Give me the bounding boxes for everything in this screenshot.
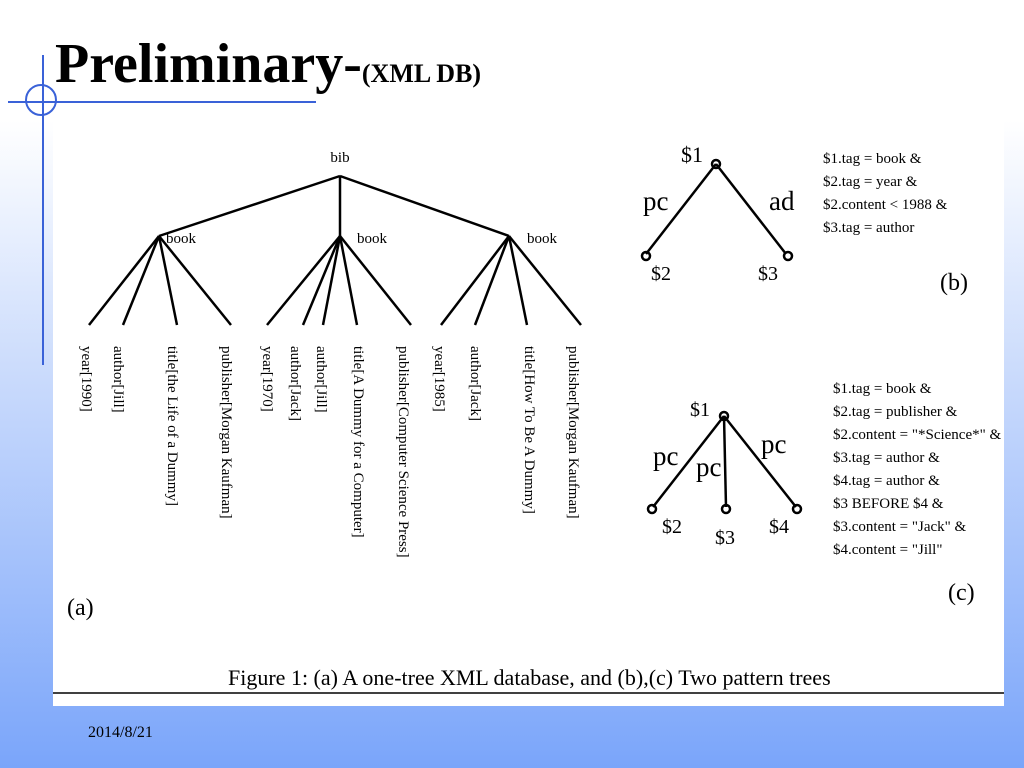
panel-b-label: (b) <box>940 270 968 296</box>
title-main: Preliminary- <box>55 33 362 95</box>
cond-c-1: $1.tag = book & <box>833 381 932 397</box>
cond-c-7: $3.content = "Jack" & <box>833 519 967 535</box>
tree-c-edge-3: pc <box>761 429 787 459</box>
tree-c-edges <box>646 410 803 515</box>
cond-c-2: $2.tag = publisher & <box>833 404 958 420</box>
tree-a-leaves: year[1990] author[Jill] title[the Life o… <box>78 346 581 558</box>
leaf-publisher-csp: publisher[Computer Science Press] <box>395 346 411 558</box>
figure-svg: bib book book book year[1990] author[Jil… <box>53 142 1004 694</box>
tree-a-book-label-3: book <box>527 231 558 247</box>
decor-circle <box>25 84 57 116</box>
leaf-author-jill-1: author[Jill] <box>110 346 126 413</box>
cond-b-4: $3.tag = author <box>823 220 914 236</box>
leaf-author-jill-2: author[Jill] <box>313 346 329 413</box>
tree-c-node-4: $4 <box>769 516 789 538</box>
tree-b-node-2: $2 <box>651 263 671 285</box>
cond-c-4: $3.tag = author & <box>833 450 940 466</box>
cond-c-6: $3 BEFORE $4 & <box>833 496 944 512</box>
tree-b-edges <box>640 158 794 262</box>
figure-panel: bib book book book year[1990] author[Jil… <box>53 120 1004 706</box>
leaf-title-dummy-computer: title[A Dummy for a Computer] <box>350 346 366 538</box>
cond-b-1: $1.tag = book & <box>823 151 922 167</box>
tree-a-edges <box>88 174 582 326</box>
leaf-year-1970: year[1970] <box>259 346 275 412</box>
tree-a-book-label-1: book <box>166 231 197 247</box>
leaf-author-jack-2: author[Jack] <box>467 346 483 421</box>
leaf-author-jack-1: author[Jack] <box>287 346 303 421</box>
tree-c-root: $1 <box>690 399 710 421</box>
cond-c-8: $4.content = "Jill" <box>833 542 942 558</box>
tree-c-node-3: $3 <box>715 527 735 549</box>
leaf-year-1990: year[1990] <box>78 346 94 412</box>
cond-c-3: $2.content = "*Science*" & <box>833 427 1001 443</box>
tree-b-root: $1 <box>681 142 703 167</box>
panel-a-label: (a) <box>67 595 94 621</box>
tree-c-edge-1: pc <box>653 441 679 471</box>
tree-c-edge-2: pc <box>696 452 722 482</box>
tree-c-conditions: $1.tag = book & $2.tag = publisher & $2.… <box>833 381 1001 558</box>
slide-date: 2014/8/21 <box>88 724 153 741</box>
title-sub: (XML DB) <box>361 59 482 88</box>
panel-c-label: (c) <box>948 580 975 606</box>
leaf-year-1985: year[1985] <box>431 346 447 412</box>
leaf-title-life: title[the Life of a Dummy] <box>164 346 180 506</box>
figure-caption: Figure 1: (a) A one-tree XML database, a… <box>228 665 831 690</box>
leaf-publisher-morgan-1: publisher[Morgan Kaufman] <box>218 346 234 519</box>
tree-b-node-3: $3 <box>758 263 778 285</box>
leaf-title-how-to: title[How To Be A Dummy] <box>521 346 537 514</box>
tree-c-node-2: $2 <box>662 516 682 538</box>
decor-horizontal-line <box>8 101 316 103</box>
decor-vertical-line <box>42 55 44 365</box>
cond-b-3: $2.content < 1988 & <box>823 197 948 213</box>
leaf-publisher-morgan-2: publisher[Morgan Kaufman] <box>565 346 581 519</box>
cond-c-5: $4.tag = author & <box>833 473 940 489</box>
tree-a-root-label: bib <box>330 150 349 166</box>
tree-b-edge-ad: ad <box>769 186 795 216</box>
cond-b-2: $2.tag = year & <box>823 174 918 190</box>
tree-a-book-label-2: book <box>357 231 388 247</box>
tree-b-conditions: $1.tag = book & $2.tag = year & $2.conte… <box>823 151 948 236</box>
tree-b-edge-pc: pc <box>643 186 669 216</box>
slide-title: Preliminary-(XML DB) <box>55 32 481 96</box>
